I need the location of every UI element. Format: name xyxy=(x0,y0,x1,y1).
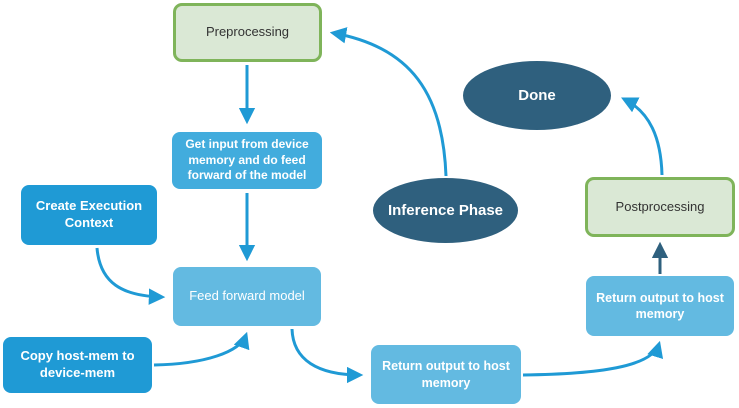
node-inference-phase-label: Inference Phase xyxy=(387,201,504,219)
node-postprocessing-label: Postprocessing xyxy=(615,198,705,214)
node-get-input: Get input from device memory and do feed… xyxy=(172,132,322,189)
node-copy-host-mem: Copy host-mem to device-mem xyxy=(3,337,152,393)
node-preprocessing-label: Preprocessing xyxy=(205,24,290,40)
arrow-create-execution-context-to-feed-forward xyxy=(95,247,166,305)
node-preprocessing: Preprocessing xyxy=(173,3,322,62)
arrow-feed-forward-to-return-output-bottom xyxy=(290,328,364,384)
node-feed-forward-model-label: Feed forward model xyxy=(189,288,305,304)
node-copy-host-mem-label: Copy host-mem to device-mem xyxy=(20,348,135,380)
node-done: Done xyxy=(463,61,611,130)
node-return-output-bottom-label: Return output to host memory xyxy=(382,359,510,390)
node-return-output-bottom: Return output to host memory xyxy=(371,345,521,404)
arrow-return-output-bottom-to-return-output-right xyxy=(522,340,664,377)
node-feed-forward-model: Feed forward model xyxy=(173,267,321,326)
node-done-label: Done xyxy=(518,86,556,104)
node-return-output-right: Return output to host memory xyxy=(586,276,734,336)
node-create-execution-context-label: Create Execution Context xyxy=(35,198,143,230)
arrow-postprocessing-to-done xyxy=(621,97,664,176)
node-return-output-right-label: Return output to host memory xyxy=(596,290,724,321)
arrow-inference-phase-to-preprocessing xyxy=(329,27,448,177)
node-inference-phase: Inference Phase xyxy=(373,178,518,243)
node-postprocessing: Postprocessing xyxy=(585,177,735,237)
arrow-copy-host-mem-to-feed-forward xyxy=(153,331,250,367)
node-create-execution-context: Create Execution Context xyxy=(21,185,157,245)
node-get-input-label: Get input from device memory and do feed… xyxy=(185,137,309,183)
